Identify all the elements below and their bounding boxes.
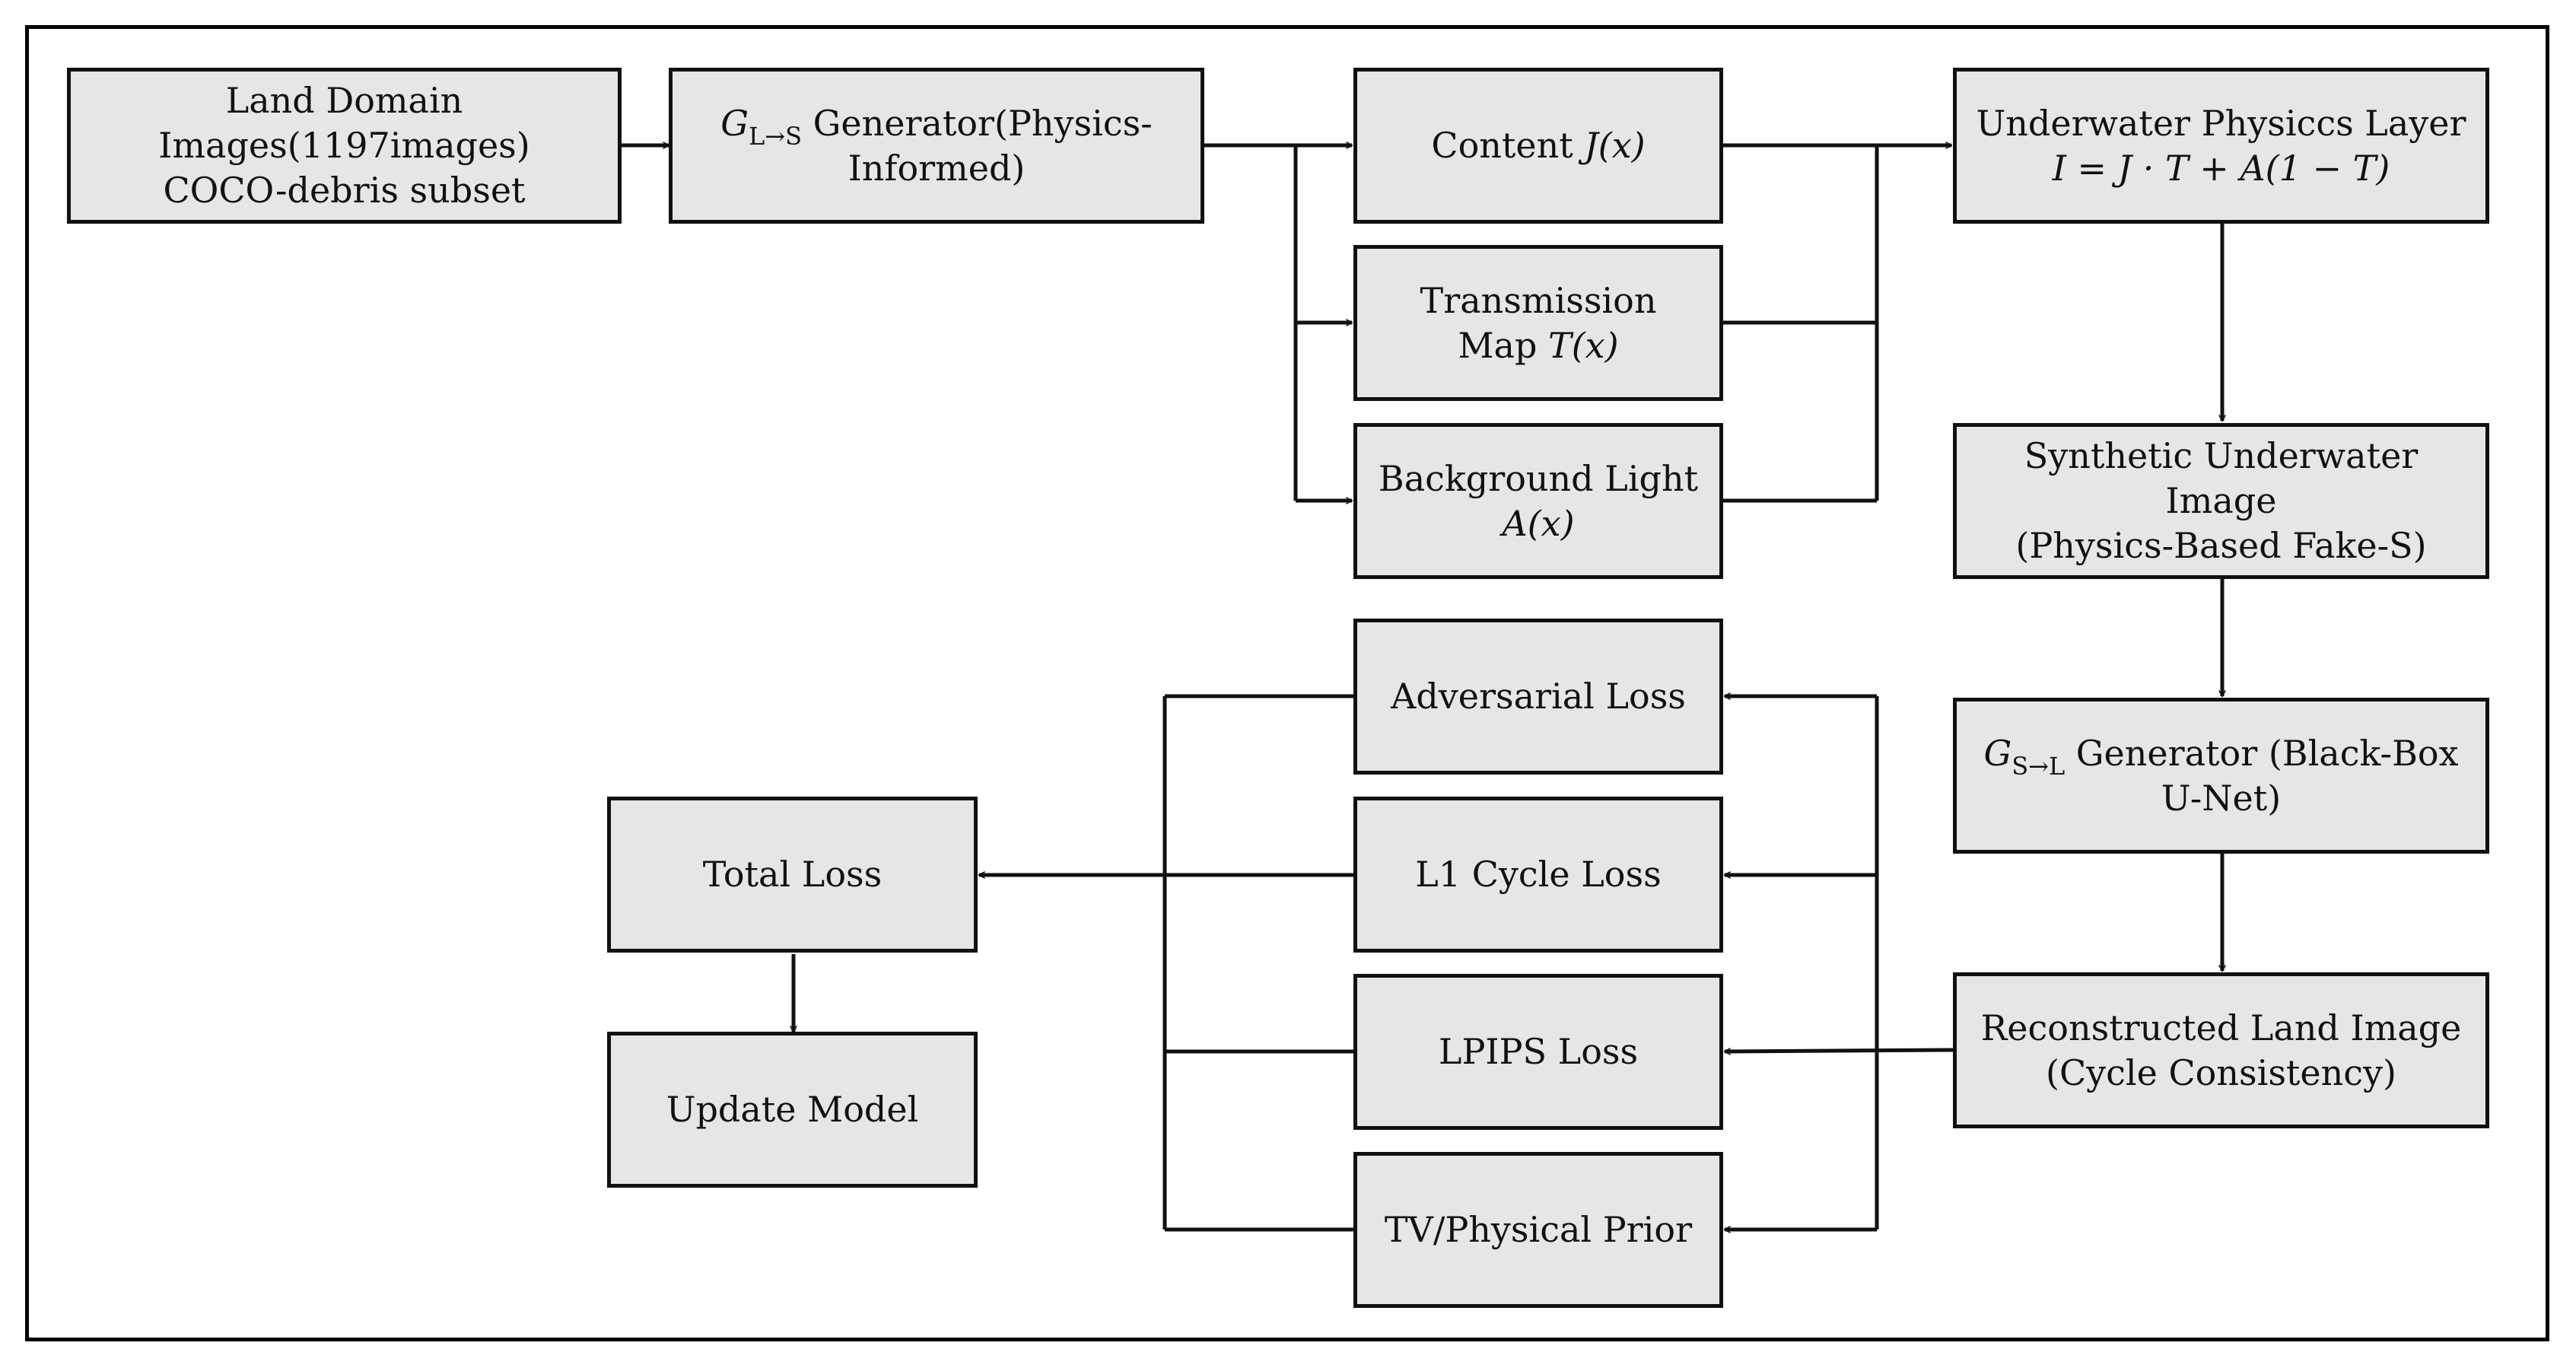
transmission-line-1: Transmission	[1420, 279, 1657, 321]
gls-generator-box: GL→S Generator(Physics- Informed)	[669, 68, 1204, 224]
tv-label: TV/Physical Prior	[1384, 1209, 1693, 1251]
content-box: Content J(x)	[1353, 68, 1723, 224]
gsl-line-2: U-Net)	[2161, 777, 2282, 819]
gsl-subscript: S→L	[2012, 751, 2066, 781]
lpips-loss-box: LPIPS Loss	[1353, 974, 1723, 1130]
land-domain-images-box: Land Domain Images(1197images) COCO-debr…	[67, 68, 622, 224]
land-line-3: COCO-debris subset	[163, 169, 526, 211]
gsl-line-1: GS→L Generator (Black-Box	[1983, 731, 2459, 781]
transmission-math: T(x)	[1548, 324, 1619, 366]
content-line: Content J(x)	[1431, 123, 1645, 168]
transmission-map-box: Transmission Map T(x)	[1353, 245, 1723, 401]
lpips-label: LPIPS Loss	[1438, 1031, 1639, 1073]
gls-subscript: L→S	[749, 121, 802, 151]
gls-line-1: GL→S Generator(Physics-	[720, 101, 1153, 151]
underwater-physics-layer-box: Underwater Physiccs Layer I = J · T + A(…	[1953, 68, 2489, 224]
synthetic-underwater-image-box: Synthetic Underwater Image (Physics-Base…	[1953, 423, 2489, 579]
background-line-1: Background Light	[1378, 457, 1699, 499]
gsl-symbol: G	[1983, 732, 2012, 774]
arrow-reconstructed-to-lpips	[1725, 1050, 1954, 1051]
total-label: Total Loss	[702, 854, 883, 896]
reconstructed-line-1: Reconstructed Land Image	[1980, 1007, 2462, 1048]
synthetic-line-1: Synthetic Underwater	[2024, 435, 2419, 477]
gsl-generator-box: GS→L Generator (Black-Box U-Net)	[1953, 698, 2489, 854]
reconstructed-line-2: (Cycle Consistency)	[2046, 1051, 2396, 1093]
total-loss-box: Total Loss	[607, 797, 978, 953]
physics-formula: I = J · T + A(1 − T)	[2052, 147, 2390, 189]
transmission-line-2: Map T(x)	[1458, 323, 1618, 368]
l1-cycle-loss-box: L1 Cycle Loss	[1353, 797, 1723, 953]
gls-symbol: G	[720, 102, 749, 144]
reconstructed-land-image-box: Reconstructed Land Image (Cycle Consiste…	[1953, 972, 2489, 1128]
transmission-line-2-text: Map	[1458, 324, 1549, 366]
background-math: A(x)	[1502, 502, 1575, 544]
update-model-box: Update Model	[607, 1032, 978, 1188]
adversarial-label: Adversarial Loss	[1391, 676, 1686, 717]
gls-line-2: Informed)	[848, 147, 1026, 189]
gls-line-1-text: Generator(Physics-	[801, 102, 1153, 144]
physics-line-1: Underwater Physiccs Layer	[1976, 102, 2466, 144]
update-label: Update Model	[666, 1089, 919, 1131]
content-label: Content	[1431, 125, 1585, 167]
synthetic-line-3: (Physics-Based Fake-S)	[2015, 524, 2427, 566]
tv-physical-prior-box: TV/Physical Prior	[1353, 1152, 1723, 1308]
background-light-box: Background Light A(x)	[1353, 423, 1723, 579]
land-line-1: Land Domain	[225, 80, 463, 122]
gsl-line-1-text: Generator (Black-Box	[2065, 732, 2459, 774]
content-math: J(x)	[1584, 125, 1646, 167]
synthetic-line-2: Image	[2165, 480, 2277, 522]
adversarial-loss-box: Adversarial Loss	[1353, 619, 1723, 775]
l1-label: L1 Cycle Loss	[1415, 854, 1662, 896]
land-line-2: Images(1197images)	[158, 125, 530, 167]
